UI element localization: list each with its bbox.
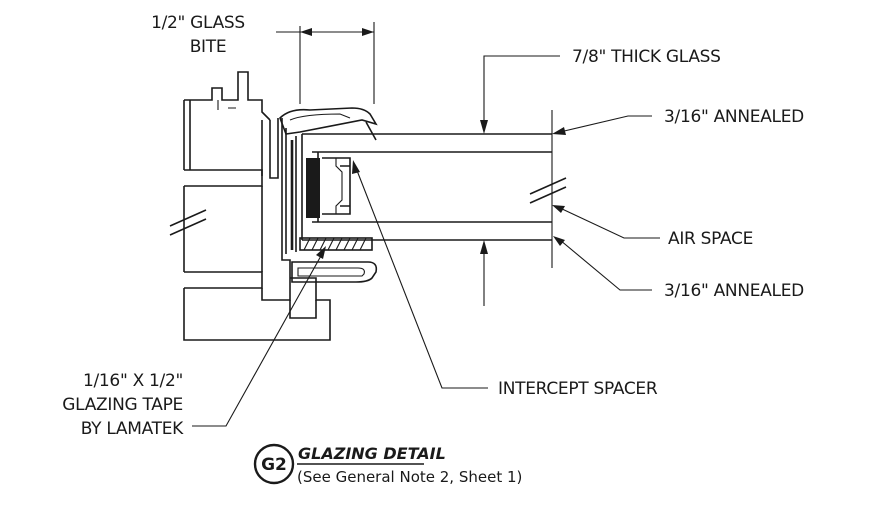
annealed-top-label: 3/16" ANNEALED: [664, 107, 804, 127]
glass-bite-dimension: [276, 22, 375, 104]
detail-badge-circle: [253, 443, 295, 485]
glazing-tape-label-line2: GLAZING TAPE: [62, 395, 183, 415]
detail-title-block: G2 GLAZING DETAIL (See General Note 2, S…: [253, 443, 522, 486]
detail-badge: G2: [261, 455, 287, 475]
glazing-tape-label-line3: BY LAMATEK: [81, 419, 184, 439]
intercept-spacer-label: INTERCEPT SPACER: [498, 379, 658, 399]
air-space-label: AIR SPACE: [668, 229, 753, 249]
glass-bite-label-line2: BITE: [190, 37, 227, 57]
thick-glass-dimension: [480, 55, 560, 306]
thick-glass-label: 7/8" THICK GLASS: [572, 47, 721, 67]
frame-break-symbol: [169, 209, 207, 227]
frame-profile: [183, 71, 378, 341]
detail-subtitle: (See General Note 2, Sheet 1): [297, 468, 522, 486]
leader-lines: [192, 115, 660, 427]
glass-unit: [301, 110, 567, 268]
glazing-tape-label-line1: 1/16" X 1/2": [83, 371, 183, 391]
annealed-bottom-label: 3/16" ANNEALED: [664, 281, 804, 301]
glass-bite-label-line1: 1/2" GLASS: [151, 13, 245, 33]
detail-title: GLAZING DETAIL: [298, 444, 446, 463]
